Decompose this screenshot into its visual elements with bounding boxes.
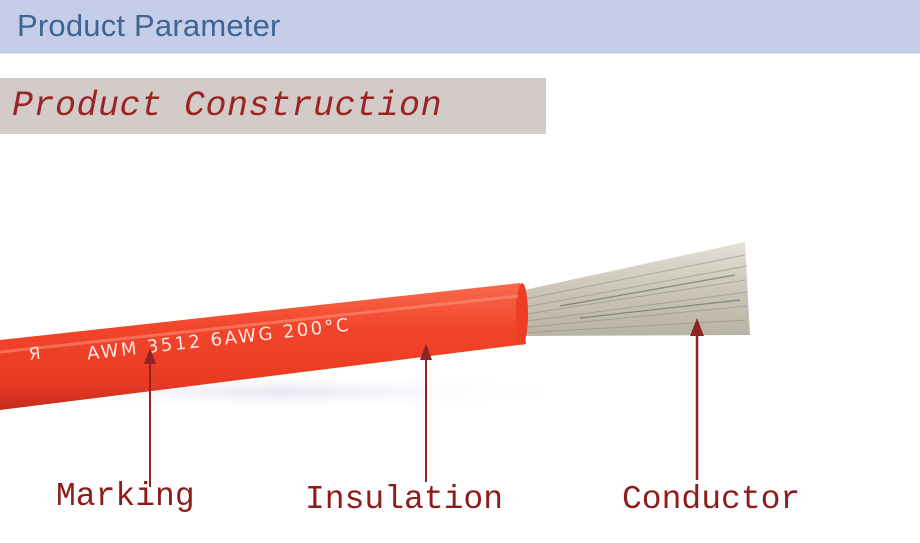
svg-text:Я: Я — [28, 344, 43, 365]
callout-label-conductor: Conductor — [622, 481, 801, 518]
section-heading-bar: Product Construction — [0, 78, 546, 134]
insulation-jacket — [0, 283, 526, 410]
section-title: Product Construction — [12, 86, 443, 126]
callout-arrows — [144, 318, 704, 487]
callout-label-insulation: Insulation — [305, 481, 504, 518]
cable-product-image: Я AWM 3512 6AWG 200°C — [0, 242, 750, 487]
header-bar: Product Parameter — [0, 0, 920, 54]
page-title: Product Parameter — [17, 8, 281, 43]
callout-label-marking: Marking — [56, 478, 195, 515]
conductor-strands — [515, 242, 750, 336]
